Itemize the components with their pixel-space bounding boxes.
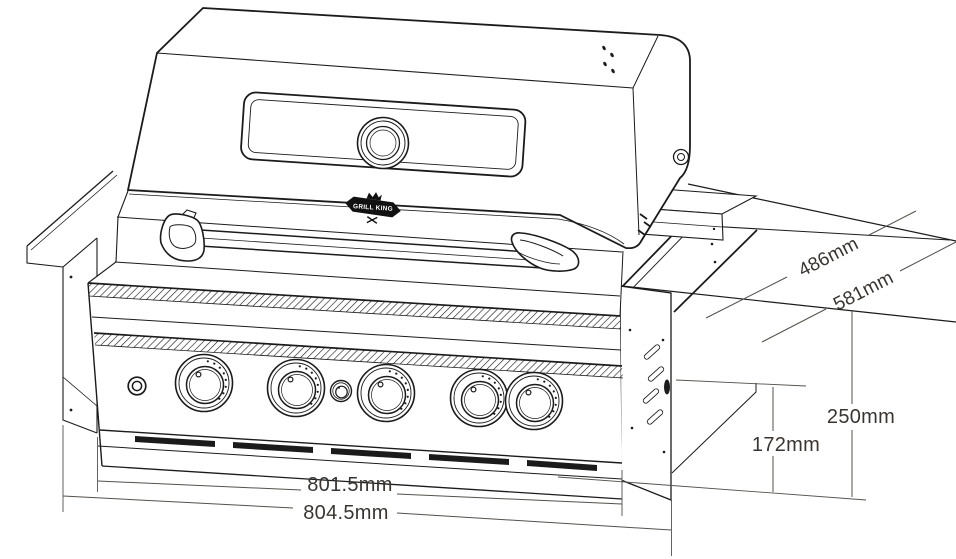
hood-top-crease: [156, 52, 634, 89]
burner-knob-1: [174, 353, 234, 413]
hood-vent-slits: [637, 213, 652, 236]
gas-line-hole: [664, 379, 670, 395]
ignition-button: [127, 376, 147, 396]
burner-knob-4: [449, 368, 509, 428]
screw-hole: [69, 275, 73, 279]
cutout-bottom-corner: [671, 383, 757, 474]
dimension-line-outer-depth: [761, 241, 956, 343]
small-knob: [329, 379, 353, 403]
body-right-profile: [619, 250, 624, 317]
hood-handle: [159, 209, 580, 272]
handle-bracket-left: [159, 209, 205, 262]
hood-hinge: [672, 148, 690, 166]
crown-icon: [366, 192, 382, 201]
dimension-label-outer-width: 804.5mm: [303, 502, 388, 524]
dimension-label-inner-height: 172mm: [752, 434, 820, 456]
body-left-profile: [87, 190, 129, 284]
dimensions: [62, 210, 956, 556]
dimension-label-outer-height: 250mm: [827, 406, 895, 428]
dimension-line-inner-width: [97, 480, 623, 505]
hood-rivets: [602, 45, 615, 74]
cutout-front-edge: [621, 285, 956, 323]
burner-knob-3: [356, 363, 416, 423]
counter-left-back-edge: [26, 170, 114, 247]
screw-hole: [69, 408, 73, 412]
thermometer: [356, 116, 410, 170]
lower-tray-band: [135, 436, 597, 471]
height-baseline: [557, 476, 867, 501]
height-reference-tick: [675, 379, 807, 387]
dimension-line-outer-width: [62, 495, 672, 531]
body-bottom-edge: [101, 465, 623, 500]
dimension-label-inner-width: 801.5mm: [307, 474, 392, 496]
controls: [127, 353, 564, 431]
hood-side-crease: [632, 87, 640, 236]
flange-vent-slots: [642, 344, 665, 425]
grill-hood: GRILL KING: [126, 7, 691, 250]
burner-knob-2: [266, 358, 326, 418]
crossed-tools-icon: [366, 216, 378, 224]
dimension-label-outer-depth: 581mm: [830, 267, 897, 315]
logo-shield: [345, 196, 401, 218]
counter-back-edge: [687, 183, 956, 242]
logo-text: GRILL KING: [353, 203, 393, 213]
logo-badge: GRILL KING: [345, 192, 401, 224]
burner-knob-5: [504, 371, 564, 431]
dimension-label-inner-depth: 486mm: [795, 233, 862, 281]
handle-bracket-right: [510, 232, 580, 272]
side-mounting-flange: [619, 285, 672, 501]
dimension-line-inner-depth: [705, 210, 917, 319]
top-trim-band: [87, 282, 622, 351]
